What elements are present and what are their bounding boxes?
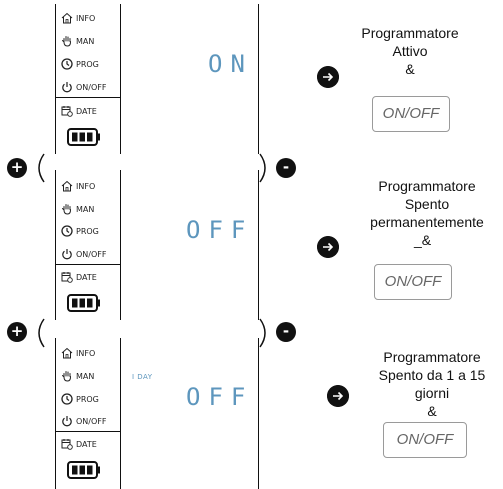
menu-info-label: INFO: [76, 181, 96, 191]
onoff-button-3[interactable]: ON/OFF: [383, 422, 467, 458]
menu-info: INFO: [61, 180, 95, 192]
lcd-screen-2: INFO MAN PROG ON/OFF DATE OFF: [55, 170, 259, 320]
power-icon: [62, 249, 72, 260]
power-icon: [62, 416, 72, 427]
menu-man-label: MAN: [76, 371, 95, 381]
menu-man: MAN: [61, 35, 94, 47]
minus-button[interactable]: -: [276, 322, 296, 342]
calendar-icon: [61, 439, 73, 450]
description-line: Spento da 1 a 15: [378, 367, 486, 383]
lcd-screen-1: INFO MAN PROG ON/OFF DATE ON: [55, 4, 259, 154]
home-icon: [61, 12, 73, 24]
menu-date: DATE: [61, 105, 97, 117]
calendar-icon: [61, 272, 73, 283]
lcd-display-text: ON: [208, 50, 253, 78]
description-3: Programmatore Spento da 1 a 15 giorni &: [362, 348, 502, 420]
right-arc-1: [259, 153, 266, 183]
ampersand: &: [405, 61, 415, 77]
battery-icon: [67, 294, 100, 312]
ampersand: &: [427, 403, 437, 419]
description-line: giorni: [414, 385, 450, 401]
plus-button[interactable]: +: [7, 158, 27, 178]
arrow-right-icon: [327, 385, 349, 407]
right-arc-2: [259, 318, 266, 348]
lcd-screen-3: INFO MAN PROG ON/OFF DATE I DAY OFF: [55, 338, 259, 489]
description-line: Programmatore: [378, 178, 476, 194]
menu-date-label: DATE: [76, 106, 97, 116]
lcd-display-text: OFF: [186, 216, 254, 244]
menu-onoff: ON/OFF: [61, 81, 106, 93]
hand-icon: [62, 371, 71, 382]
home-icon: [61, 347, 73, 359]
menu-man: MAN: [61, 203, 94, 215]
menu-prog-label: PROG: [76, 226, 99, 236]
menu-info: INFO: [61, 12, 95, 24]
onoff-button-1[interactable]: ON/OFF: [372, 96, 450, 132]
menu-prog-label: PROG: [76, 394, 99, 404]
menu-info: INFO: [61, 347, 95, 359]
arrow-right-icon: [317, 66, 339, 88]
hand-icon: [62, 36, 71, 47]
plus-button[interactable]: +: [7, 322, 27, 342]
ampersand: _&: [414, 232, 432, 248]
menu-onoff-label: ON/OFF: [76, 82, 107, 92]
description-line: Programmatore: [361, 25, 459, 41]
menu-man: MAN: [61, 370, 94, 382]
menu-info-label: INFO: [76, 13, 96, 23]
description-1: Programmatore Attivo &: [350, 24, 470, 78]
menu-prog: PROG: [61, 58, 99, 70]
description-2: Programmatore Spento permanentemente _&: [352, 177, 502, 249]
hand-icon: [62, 204, 71, 215]
menu-prog: PROG: [61, 393, 99, 405]
description-line: Attivo: [392, 43, 428, 59]
menu-date: DATE: [61, 271, 97, 283]
menu-onoff-label: ON/OFF: [76, 249, 107, 259]
onoff-button-2[interactable]: ON/OFF: [374, 264, 452, 300]
battery-icon: [67, 128, 100, 146]
arrow-right-icon: [317, 236, 339, 258]
clock-icon: [61, 58, 73, 70]
calendar-icon: [61, 106, 73, 117]
left-arc-1: [38, 153, 45, 183]
clock-icon: [61, 225, 73, 237]
menu-date: DATE: [61, 438, 97, 450]
home-icon: [61, 180, 73, 192]
menu-prog: PROG: [61, 225, 99, 237]
lcd-display-text: OFF: [186, 383, 254, 411]
menu-date-label: DATE: [76, 272, 97, 282]
menu-onoff: ON/OFF: [61, 248, 106, 260]
menu-date-label: DATE: [76, 439, 97, 449]
menu-man-label: MAN: [76, 204, 95, 214]
menu-info-label: INFO: [76, 348, 96, 358]
power-icon: [62, 82, 72, 93]
description-line: permanentemente: [370, 214, 484, 230]
left-arc-2: [38, 318, 45, 348]
menu-onoff-label: ON/OFF: [76, 416, 107, 426]
menu-man-label: MAN: [76, 36, 95, 46]
description-line: Programmatore: [383, 349, 481, 365]
menu-onoff: ON/OFF: [61, 415, 106, 427]
description-line: Spento: [404, 196, 450, 212]
battery-icon: [67, 461, 100, 479]
clock-icon: [61, 393, 73, 405]
lcd-day-label: I DAY: [132, 373, 153, 381]
menu-prog-label: PROG: [76, 59, 99, 69]
minus-button[interactable]: -: [276, 158, 296, 178]
